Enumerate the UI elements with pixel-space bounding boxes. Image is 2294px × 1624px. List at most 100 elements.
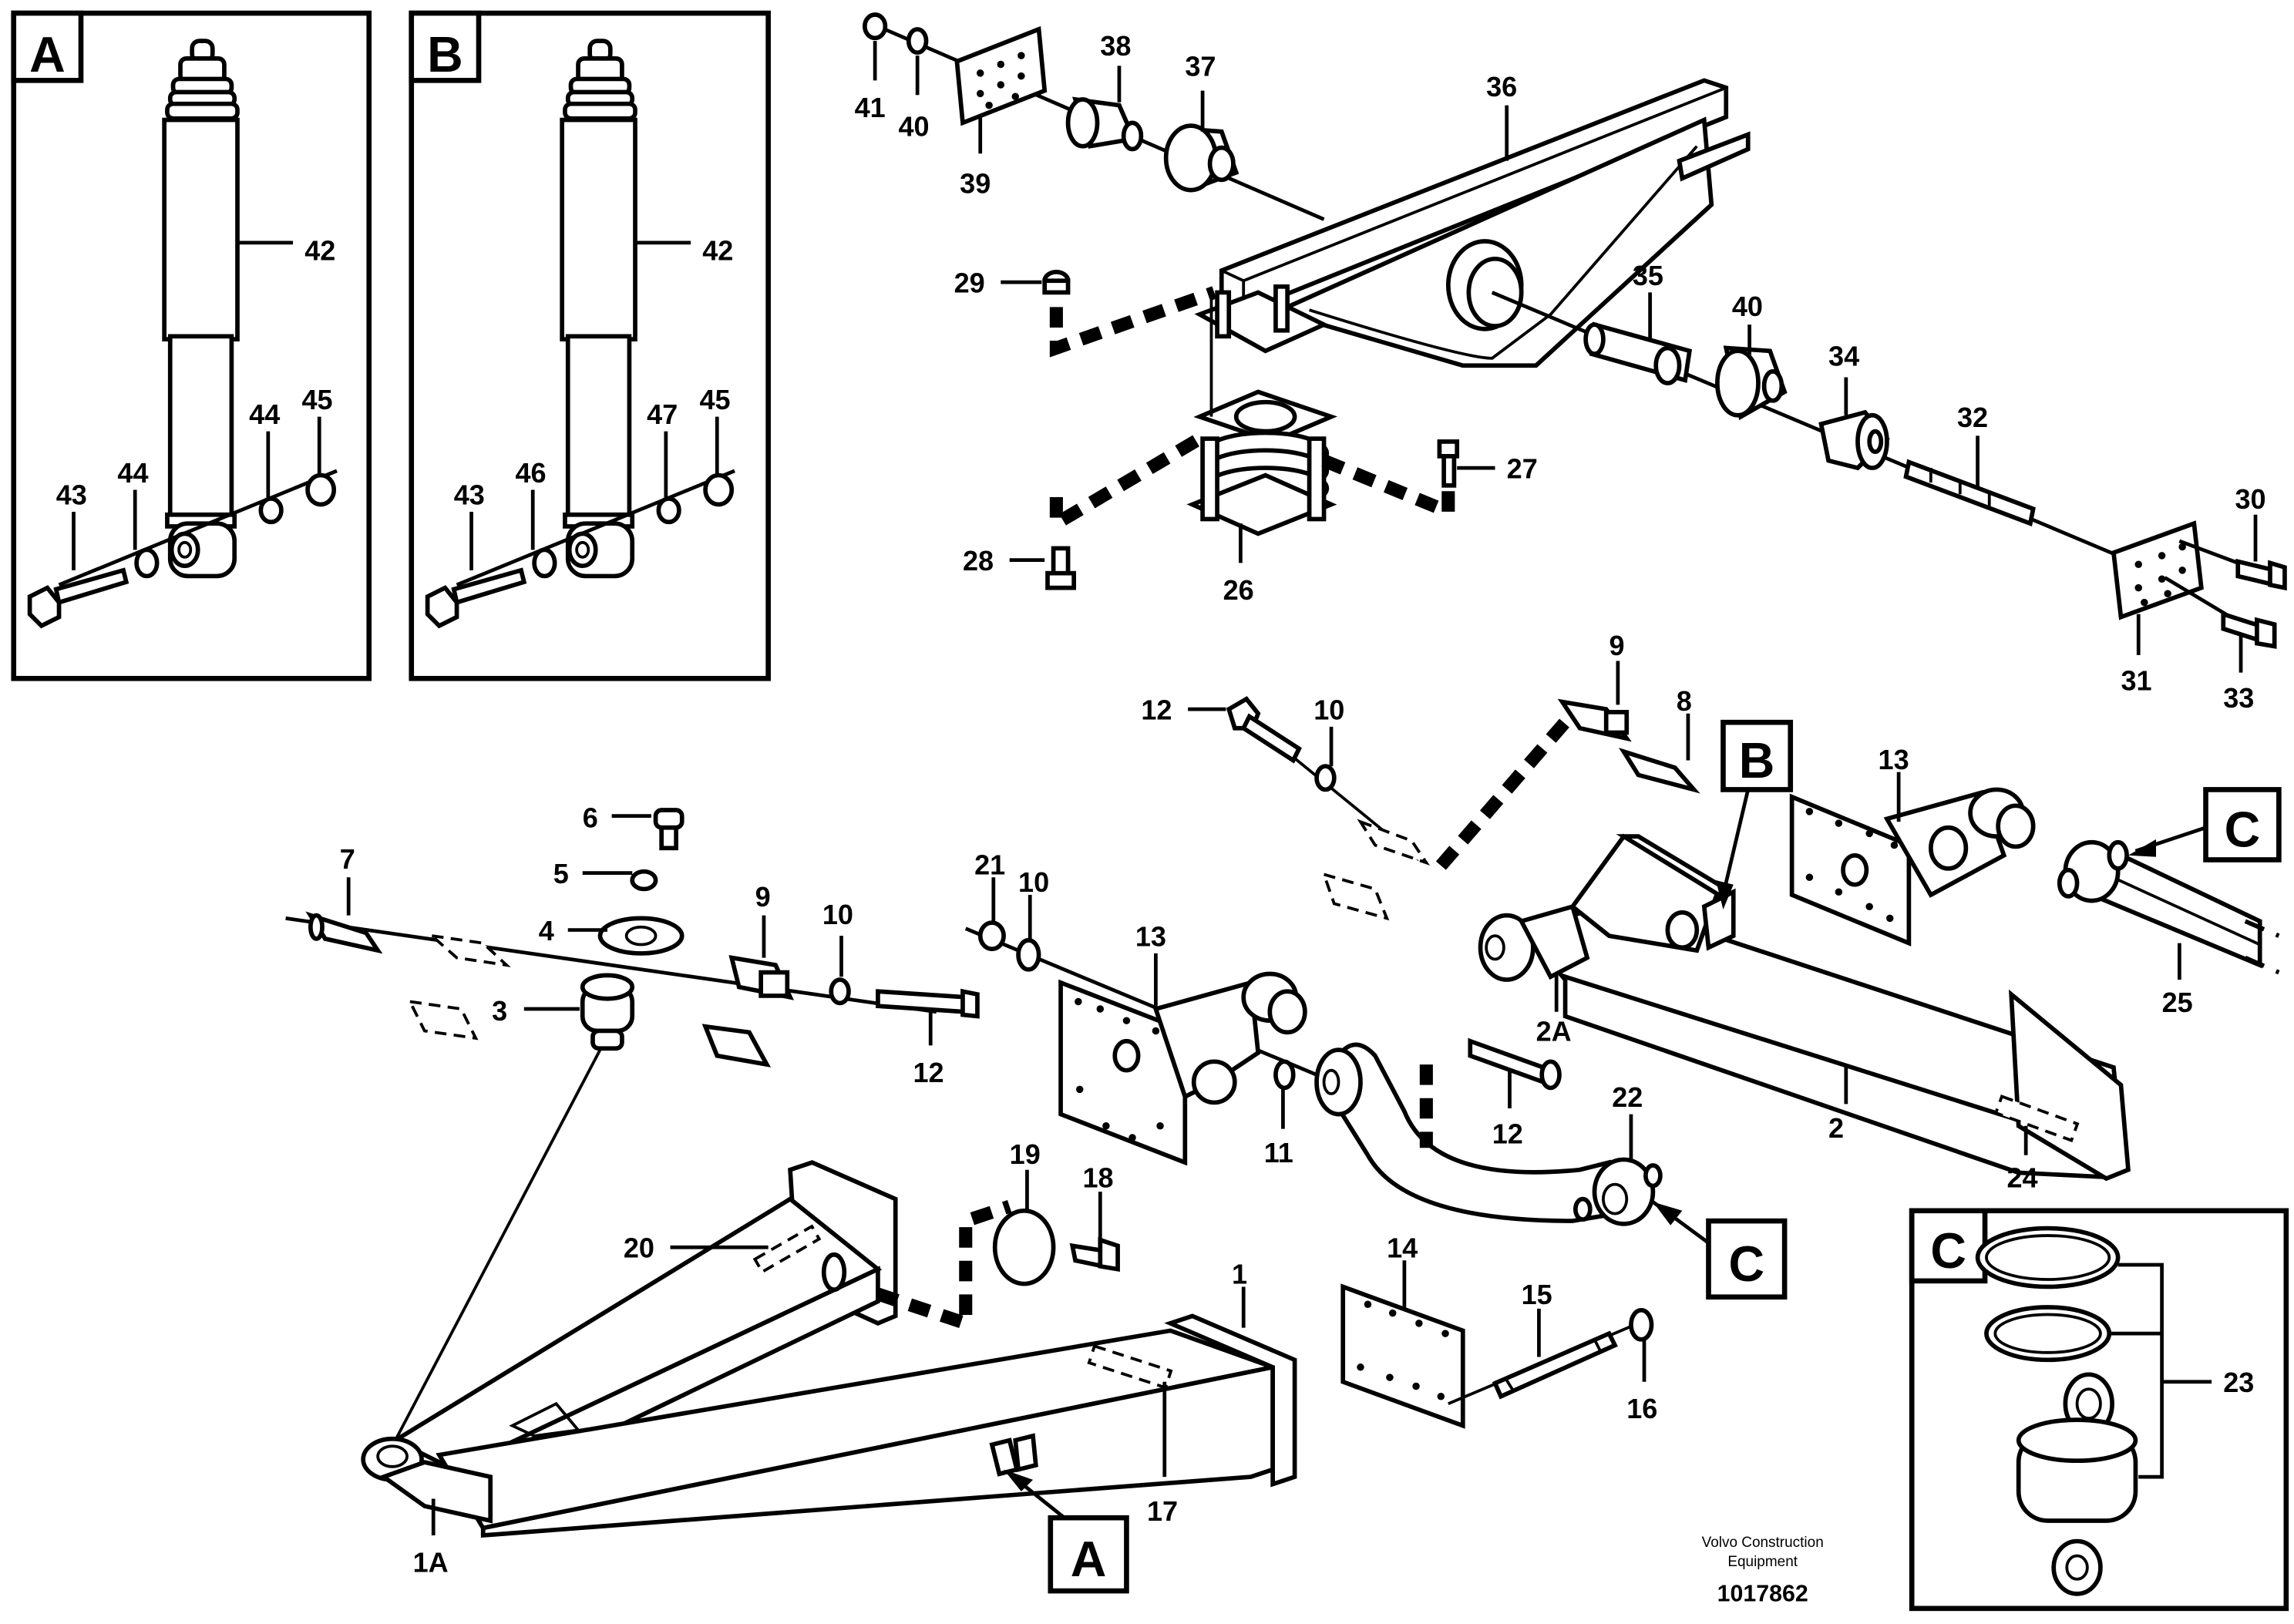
bolt-18 [1069, 1236, 1120, 1273]
label-31: 31 [2121, 664, 2151, 696]
bolt-43-b [425, 567, 527, 629]
nut-45-a [305, 472, 337, 507]
washer-44b [258, 496, 284, 525]
bushing-38 [1065, 96, 1144, 152]
label-7: 7 [340, 843, 355, 875]
label-43-a: 43 [56, 479, 87, 511]
bolt-12-top [1226, 696, 1302, 764]
label-46: 46 [515, 457, 546, 489]
label-12c: 12 [1492, 1118, 1523, 1150]
bolt-12-center [1468, 1037, 1562, 1091]
detail-panel-b: B 42 43 46 47 45 [409, 10, 771, 681]
bracket-13-center [1058, 971, 1307, 1166]
brand-line2: Equipment [1727, 1554, 1798, 1570]
label-28: 28 [963, 545, 994, 577]
bolt-33 [2221, 610, 2277, 649]
plate-4 [597, 916, 684, 956]
label-38: 38 [1100, 30, 1131, 62]
hidden-part-center2 [1321, 872, 1390, 921]
callout-a: A [1071, 1532, 1107, 1587]
label-23: 23 [2223, 1367, 2254, 1398]
label-33: 33 [2223, 682, 2254, 714]
mount-clamp-assembly: 12 10 9 8 [1141, 630, 1700, 921]
label-2: 2 [1828, 1112, 1844, 1144]
stud-15 [1492, 1330, 1618, 1400]
label-20: 20 [624, 1232, 654, 1264]
shock-absorber-b [560, 39, 637, 579]
bolt-28 [1045, 546, 1076, 590]
callout-c-upper: C [2225, 802, 2261, 857]
plate-39 [954, 25, 1048, 126]
clamp-lower [701, 1024, 772, 1068]
callout-c-lower: C [1729, 1236, 1765, 1292]
torque-rod-assembly: 21 10 13 11 12 22 C [964, 849, 1788, 1300]
label-5: 5 [553, 858, 569, 889]
label-18: 18 [1083, 1162, 1114, 1193]
label-37: 37 [1185, 51, 1216, 82]
nut-41 [863, 12, 888, 41]
label-36: 36 [1486, 71, 1517, 103]
label-3: 3 [492, 995, 507, 1027]
washer-10-top [1314, 764, 1337, 792]
frame-bracket-36 [1194, 78, 1751, 368]
shock-absorber-a [162, 39, 240, 579]
hidden-part-center1 [1357, 819, 1431, 866]
bushing-37 [1163, 123, 1240, 193]
label-29: 29 [954, 267, 985, 298]
bracket-13-right [1789, 787, 2036, 946]
trailing-arm-assembly: B C 13 2A 2 24 25 [1478, 719, 2282, 1193]
washer-47 [656, 496, 681, 525]
label-39: 39 [960, 167, 991, 199]
label-41: 41 [855, 92, 886, 123]
label-40a: 40 [898, 110, 929, 142]
rod-32 [1903, 459, 2036, 527]
cover-19 [992, 1208, 1056, 1286]
bushing-23 [2016, 1372, 2138, 1596]
label-44b: 44 [249, 398, 280, 430]
label-12a: 12 [1141, 694, 1172, 725]
torque-link-22 [1314, 1042, 1663, 1226]
label-42-a: 42 [304, 235, 335, 267]
hidden-part-left2 [407, 1000, 479, 1041]
label-9a: 9 [1609, 630, 1624, 661]
washer-44a [134, 547, 160, 579]
pivot-assembly: 6 5 4 7 3 9 10 12 [285, 802, 980, 1441]
bushing-34 [1818, 409, 1890, 471]
label-19: 19 [1010, 1138, 1041, 1170]
seal-ring [1984, 1305, 2112, 1363]
clamp-9-top [1557, 698, 1632, 742]
label-47: 47 [647, 398, 678, 430]
label-6: 6 [583, 802, 598, 834]
callout-c-box-upper [2203, 787, 2282, 862]
detail-panel-c: C 23 [1909, 1208, 2289, 1612]
nut-21 [977, 920, 1006, 952]
bolt-27 [1437, 439, 1460, 488]
label-34: 34 [1828, 340, 1859, 372]
upper-frame-assembly: 41 40 39 38 37 36 29 35 40 34 32 30 27 2… [855, 12, 2287, 714]
label-43-b: 43 [454, 479, 485, 511]
panel-b-letter: B [427, 27, 463, 82]
callout-a-box [1048, 1515, 1129, 1594]
detail-panel-a: A 42 43 44 44 45 [11, 10, 372, 681]
footer: Volvo Construction Equipment 1017862 [1702, 1535, 1824, 1606]
a-frame-assembly: A 19 18 20 1 14 15 16 17 1A [361, 1138, 1657, 1594]
label-10a: 10 [1314, 694, 1344, 725]
label-17: 17 [1147, 1495, 1178, 1527]
washer-10-left [829, 977, 851, 1006]
callout-b: B [1739, 733, 1775, 788]
label-27: 27 [1507, 452, 1538, 484]
panel-c-letter: C [1930, 1223, 1966, 1279]
nut-29 [1042, 270, 1071, 295]
clamp-9-left [728, 955, 794, 1000]
label-10c: 10 [1018, 866, 1049, 898]
label-30: 30 [2235, 483, 2265, 515]
label-15: 15 [1522, 1279, 1552, 1310]
pin-35 [1583, 321, 1693, 385]
label-25: 25 [2162, 987, 2193, 1018]
plate-14 [1340, 1283, 1465, 1429]
clamp-7 [305, 911, 383, 954]
snap-ring [1975, 1226, 2121, 1289]
label-1: 1 [1232, 1259, 1247, 1290]
washer-5 [630, 869, 658, 892]
hidden-part-left1 [427, 933, 511, 967]
